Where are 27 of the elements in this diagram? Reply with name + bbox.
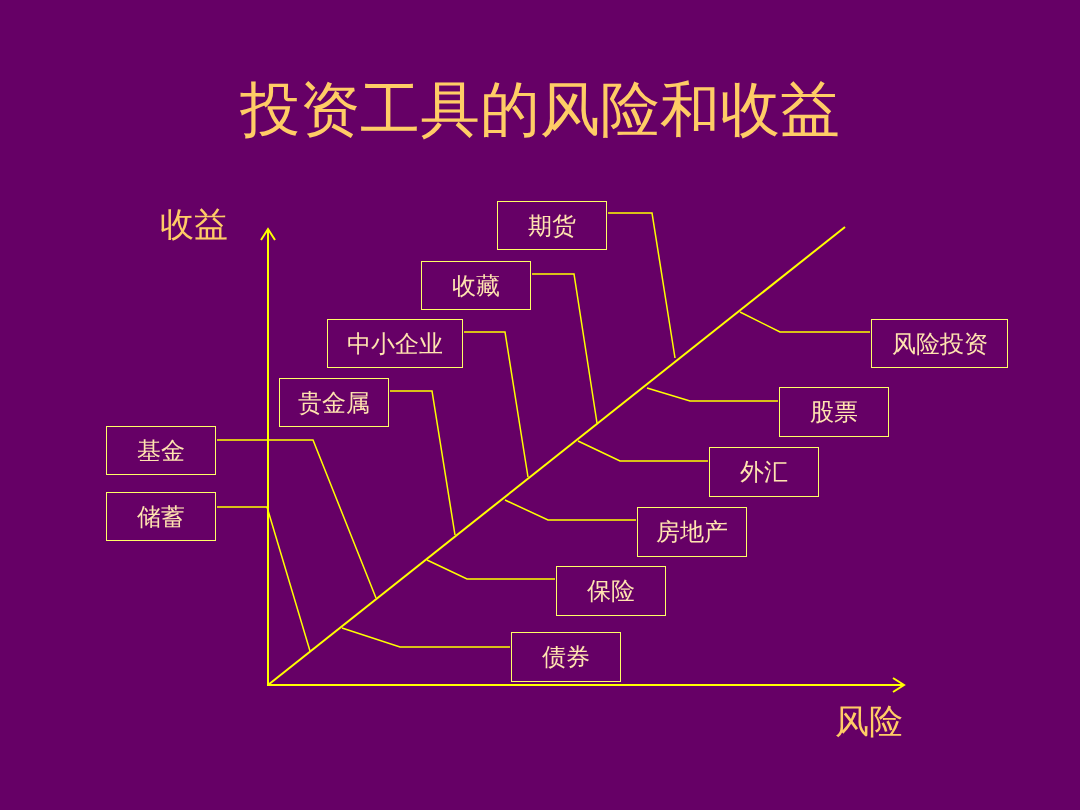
leader-line — [216, 506, 311, 652]
investment-label: 贵金属 — [279, 378, 389, 427]
investment-label: 房地产 — [637, 507, 747, 557]
leader-line — [531, 273, 598, 424]
leader-line — [389, 390, 456, 536]
leader-line — [216, 439, 377, 599]
x-axis-title: 风险 — [835, 702, 903, 742]
leader-line — [504, 499, 637, 521]
investment-label: 风险投资 — [871, 319, 1008, 368]
leader-line — [646, 387, 779, 402]
leader-line — [739, 311, 871, 333]
investment-label: 中小企业 — [327, 319, 463, 368]
title: 投资工具的风险和收益 — [239, 76, 841, 145]
investment-label: 保险 — [556, 566, 666, 616]
investment-label: 外汇 — [709, 447, 819, 497]
investment-label: 储蓄 — [106, 492, 216, 541]
investment-label: 收藏 — [421, 261, 531, 310]
leader-line — [607, 212, 676, 359]
investment-label: 期货 — [497, 201, 607, 250]
investment-label: 股票 — [779, 387, 889, 437]
leader-line — [577, 440, 709, 462]
leader-line — [463, 331, 529, 478]
investment-label: 基金 — [106, 426, 216, 475]
investment-label: 债券 — [511, 632, 621, 682]
leader-line — [341, 627, 511, 648]
y-axis-title: 收益 — [160, 205, 228, 245]
leader-line — [426, 559, 556, 580]
